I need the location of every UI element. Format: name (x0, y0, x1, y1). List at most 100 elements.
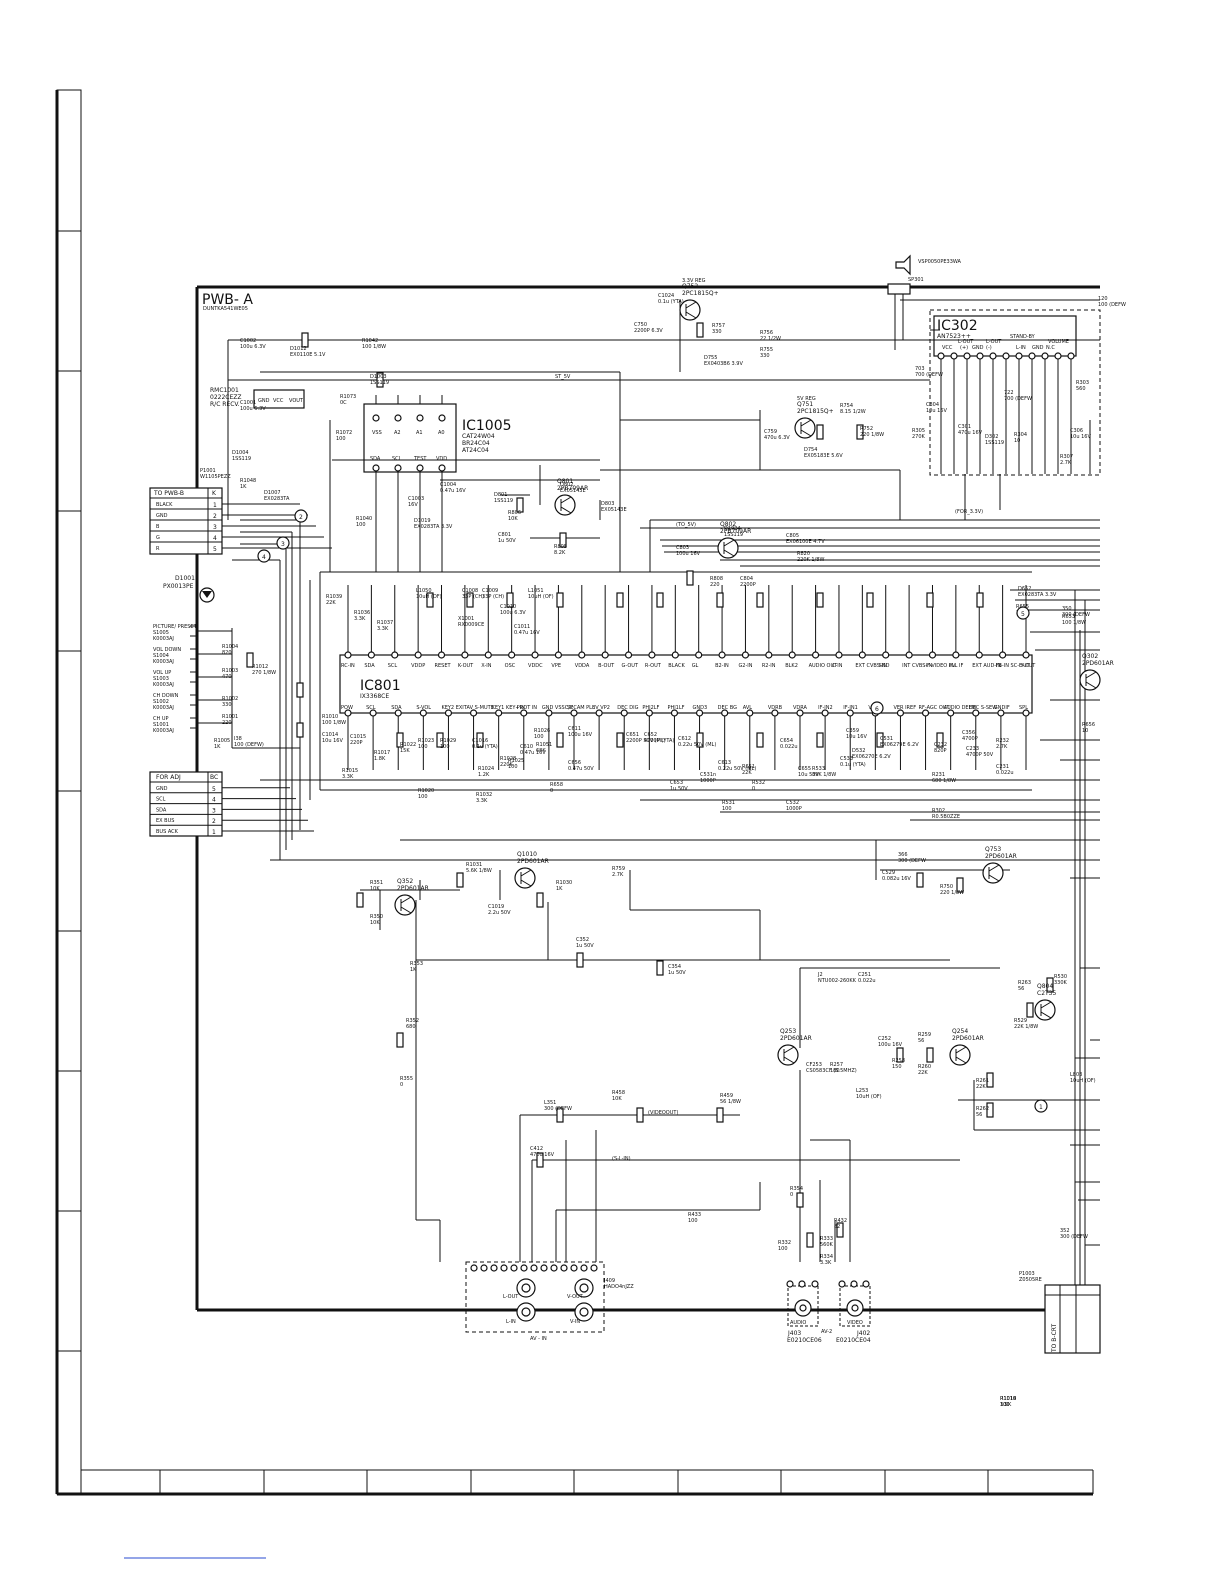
component-24 (616, 732, 624, 748)
ic302-pin-label-8: GND (1032, 345, 1044, 351)
transistor-body-4 (514, 867, 536, 889)
transistor-emitter-5 (400, 906, 412, 914)
part-ref-155: R1019 (1000, 1396, 1016, 1402)
j402-label: VIDEO (847, 1320, 863, 1326)
j403-label: AUDIO (790, 1320, 806, 1326)
pwbb-sig-1: GND (156, 513, 168, 519)
part-value-140: 0.022u (780, 744, 797, 750)
switch-part-3: K0003AJ (153, 705, 174, 711)
ic1005-top-label-3: A0 (438, 430, 445, 436)
ic801-top-label-5: K-OUT (458, 663, 474, 669)
transistor-body-7 (1079, 669, 1101, 691)
part-value-101: 300 (DEFW (1060, 1234, 1088, 1240)
component-40 (636, 1107, 644, 1123)
adj-n-3: 2 (212, 818, 216, 825)
part-value-119: 680 1/8W (932, 778, 956, 784)
part-value-89: 56 (918, 1038, 924, 1044)
part-value-112: 270K (912, 434, 926, 440)
rc-pin-2: VCC (273, 398, 284, 404)
part-ref-37: R1036 (354, 610, 370, 616)
ic801-bot-label-17: VDRB (768, 705, 783, 711)
ic801-bot-label-25: DEC S-SEW (969, 705, 997, 711)
part-value-148: 100 (534, 734, 544, 740)
transistor-body-6 (982, 862, 1004, 884)
part-ref-65: R351 (370, 880, 383, 886)
ic801-top-pin-7 (508, 651, 516, 659)
part-value-106: 10 (1082, 728, 1088, 734)
ic801-top-pin-27 (975, 651, 983, 659)
transistor-part-6: 2PD601AR (985, 853, 1017, 860)
ic801-bot-label-13: PHI1LF (667, 705, 684, 711)
transistor-collector-10 (1040, 1001, 1052, 1009)
ic302-pin-label-10: VOLUME (1048, 339, 1069, 345)
transistor-emitter-4 (520, 879, 532, 887)
ic801-top-label-27: EXT AUD-IN (972, 663, 1001, 669)
ic801-top-pin-22 (858, 651, 866, 659)
page-frame (55, 89, 1094, 1496)
part-ref-16: R756 (760, 330, 773, 336)
component-3 (816, 424, 824, 440)
part-value-144: 100u 16V (568, 732, 593, 738)
part-ref-44: L1051 (528, 588, 544, 594)
part-value-146: 0.47u 16V (520, 750, 546, 756)
ic302-pin-label-0: L-OUT (958, 339, 974, 345)
transistor-body-8 (777, 1044, 799, 1066)
part-ref-121: R232 (996, 738, 1009, 744)
part-value-7: 100 (336, 436, 346, 442)
ic801-top-pin-0 (344, 651, 352, 659)
part-value-155: 100 (1000, 1402, 1010, 1408)
part-value-11: EX0283TA 3.3V (414, 524, 453, 530)
part-value-127: EX06270E 6.2V (852, 754, 891, 760)
component-32 (536, 892, 544, 908)
av-pin-5 (520, 1264, 528, 1272)
part-ref-73: R458 (612, 1090, 625, 1096)
ic801-top-label-3: VDDP (411, 663, 425, 669)
transistor-ref-5: Q352 (397, 878, 413, 885)
part-ref-94: R530 (1054, 974, 1067, 980)
part-value-9: W1105PEZZ (200, 474, 231, 480)
av-pin-4 (510, 1264, 518, 1272)
part-value-74: 56 1/8W (720, 1099, 741, 1105)
component-14 (716, 592, 724, 608)
part-value-10: EX0283TA (264, 496, 290, 502)
ic801-top-pin-6 (484, 651, 492, 659)
test-point-label-2: 3 (281, 541, 285, 548)
part-ref-66: R350 (370, 914, 383, 920)
ic801-bot-label-18: VDRA (793, 705, 808, 711)
part-value-19: 470u 6.3V (764, 435, 790, 441)
part-ref-95: R529 (1014, 1018, 1027, 1024)
ic302-pin-7 (1028, 352, 1036, 360)
transistor-part-10: C2T35 (1037, 990, 1056, 997)
part-value-70: 680 (406, 1024, 416, 1030)
p1003-connector: P1003 Z0505RE TO B-CRT (1019, 1271, 1101, 1354)
transistor-emitter-2 (560, 506, 572, 514)
part-value-77: 100 (778, 1246, 788, 1252)
transistor-emitter-6 (988, 874, 1000, 882)
j-pin-1 (798, 1280, 806, 1288)
pwbb-sig-3: G (156, 535, 160, 541)
part-ref-138: C613 (718, 760, 731, 766)
part-ref-99: R759 (612, 866, 625, 872)
transistor-ref-2: Q801 (557, 478, 573, 485)
part-ref-133: C531n (700, 772, 716, 778)
part-ref-7: R1072 (336, 430, 352, 436)
part-ref-56: R1015 (342, 768, 358, 774)
ic801-bot-label-26: GNDIF (994, 705, 1010, 711)
part-value-30: 1SS119 (724, 532, 743, 538)
part-ref-35: C804 (740, 576, 753, 582)
component-45 (836, 1222, 844, 1238)
part-ref-83: C251 (858, 972, 871, 978)
part-value-82: NTU002-260KK (818, 978, 857, 984)
test-point-label-4: 5 (1021, 611, 1025, 618)
part-ref-33: C803 (676, 545, 689, 551)
ic302-pin-10 (1067, 352, 1075, 360)
ic801-top-pin-29 (1022, 651, 1030, 659)
part-ref-76: R354 (790, 1186, 803, 1192)
ic801-bot-label-27: SPL (1019, 705, 1028, 711)
adj-n-0: 5 (212, 786, 216, 793)
part-ref-49: R1003 (222, 668, 238, 674)
pwbb-n-0: 1 (213, 502, 217, 509)
transistor-collector-0 (685, 301, 697, 309)
transistor-ref-10: Q804 (1037, 983, 1053, 990)
